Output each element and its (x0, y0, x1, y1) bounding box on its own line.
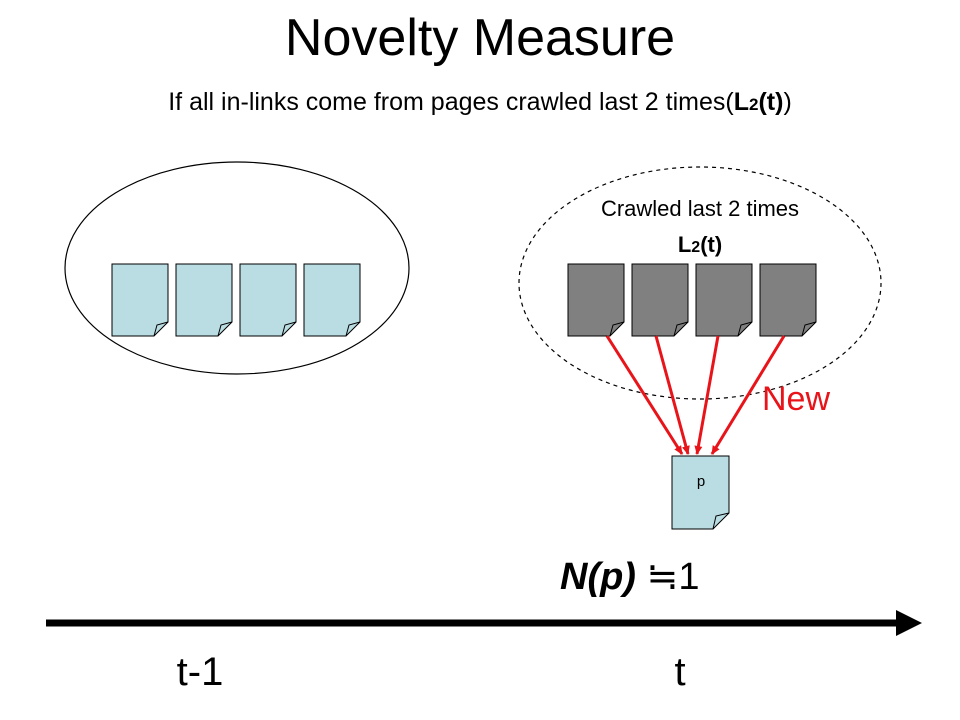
in-link-arrow (710, 335, 786, 455)
crawled-last-2-times-ellipse (518, 166, 882, 400)
subtitle: If all in-links come from pages crawled … (0, 88, 960, 117)
formula-relation: ≒ (646, 556, 679, 598)
subtitle-suffix: ) (783, 88, 792, 116)
document-page (631, 263, 689, 337)
formula-rhs: 1 (678, 556, 700, 598)
in-link-arrow (654, 335, 690, 455)
target-page-p (671, 455, 730, 530)
document-page (111, 263, 169, 337)
previous-crawl-ellipse (64, 161, 410, 375)
document-page (175, 263, 233, 337)
document-page (239, 263, 297, 337)
crawled-set-name: L2(t) (600, 232, 800, 258)
page-title: Novelty Measure (284, 9, 676, 67)
in-link-arrow (605, 335, 684, 455)
subtitle-set-name: L2(t) (734, 88, 784, 116)
document-page (695, 263, 753, 337)
subtitle-set-subscript: 2 (748, 95, 759, 114)
new-links-label: New (762, 380, 831, 418)
set-subscript: 2 (691, 239, 701, 256)
subtitle-set-letter: L (733, 88, 749, 116)
document-page (759, 263, 817, 337)
subtitle-prefix: If all in-links come from pages crawled … (168, 88, 734, 116)
target-page-label: p (696, 473, 706, 490)
formula-lhs: N(p) (560, 556, 636, 598)
document-page (303, 263, 361, 337)
timeline-axis (46, 610, 922, 636)
crawled-group-label: Crawled last 2 times (600, 196, 800, 221)
crawled-pages-group (567, 263, 817, 337)
previous-pages-group (111, 263, 361, 337)
subtitle-set-arg: (t) (758, 88, 784, 116)
in-link-arrow (694, 335, 720, 455)
document-page (567, 263, 625, 337)
timeline-tick-current: t (674, 650, 686, 694)
novelty-formula: N(p) ≒1 (560, 554, 700, 599)
timeline-tick-previous: t-1 (176, 650, 224, 694)
set-arg: (t) (700, 232, 723, 257)
set-letter: L (677, 232, 692, 257)
in-links-group (605, 335, 786, 455)
